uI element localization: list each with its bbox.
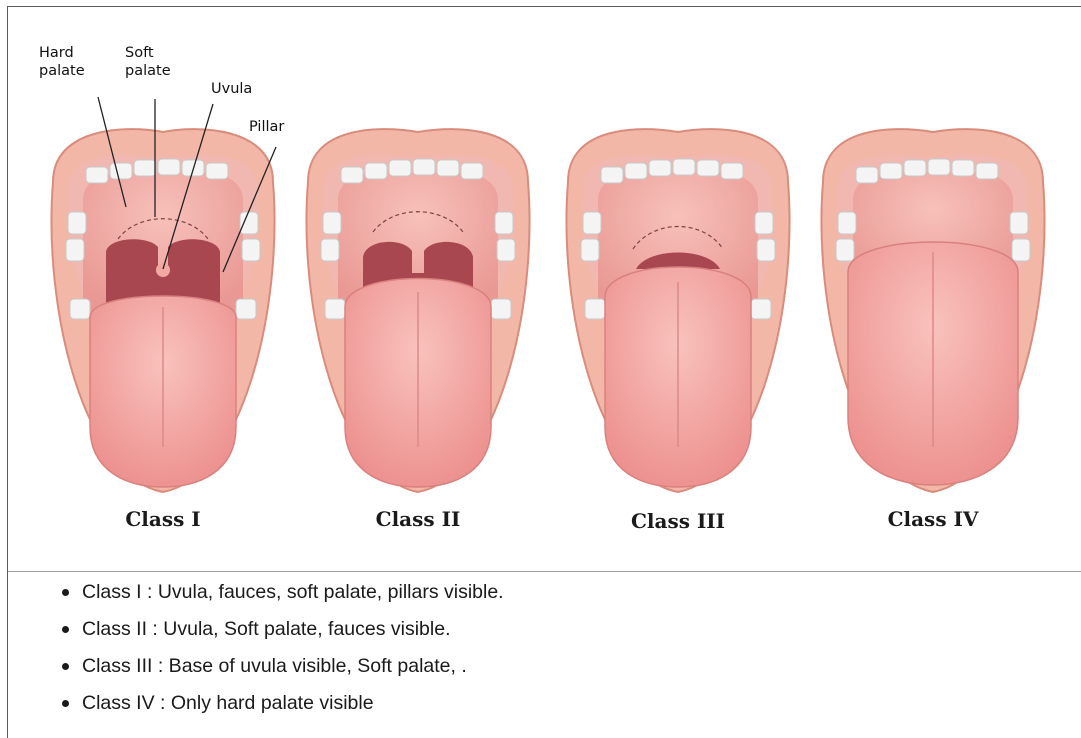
mallampati-diagram: Hard palate Soft palate Uvula Pillar Cla…: [8, 7, 1081, 570]
soft-palate-label: Soft palate: [125, 44, 171, 80]
list-item: Class IV : Only hard palate visible: [60, 690, 504, 727]
pillar-label: Pillar: [249, 118, 284, 136]
mouth-class-4: [821, 129, 1044, 492]
uvula-label: Uvula: [211, 80, 252, 98]
divider-line: [8, 571, 1081, 572]
mouth-class-1: [51, 97, 276, 492]
mouth-class-2: [306, 129, 529, 492]
class-2-label: Class II: [338, 507, 498, 531]
class-4-label: Class IV: [853, 507, 1013, 531]
mouth-class-3: [566, 129, 789, 492]
class-1-label: Class I: [83, 507, 243, 531]
class-description-list: Class I : Uvula, fauces, soft palate, pi…: [60, 579, 504, 727]
list-item: Class III : Base of uvula visible, Soft …: [60, 653, 504, 690]
list-item: Class II : Uvula, Soft palate, fauces vi…: [60, 616, 504, 653]
mouth-illustrations: [8, 7, 1081, 570]
list-item: Class I : Uvula, fauces, soft palate, pi…: [60, 579, 504, 616]
class-3-label: Class III: [598, 509, 758, 533]
hard-palate-label: Hard palate: [39, 44, 85, 80]
